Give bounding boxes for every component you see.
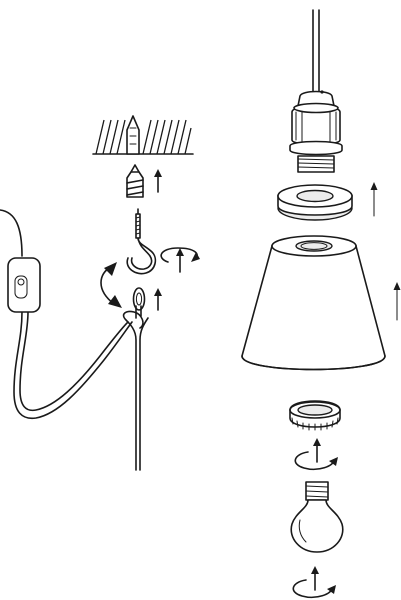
threaded-ring-icon — [289, 400, 341, 431]
up-arrow-icon — [393, 282, 401, 321]
cord-icon — [0, 209, 133, 420]
cable-loop-icon — [122, 287, 149, 471]
ring-washer-icon — [277, 184, 353, 221]
up-arrow-icon — [370, 182, 378, 217]
swing-arrow-icon — [100, 262, 122, 308]
rotate-clockwise-icon — [292, 579, 336, 599]
hook-screw-icon — [126, 208, 157, 275]
rotate-clockwise-icon — [294, 451, 338, 471]
rotate-clockwise-icon — [160, 247, 200, 263]
up-arrow-icon — [313, 438, 321, 463]
up-arrow-icon — [311, 566, 319, 591]
wall-plug-icon — [126, 164, 144, 198]
inline-switch-icon — [7, 257, 41, 313]
cord-icon — [312, 9, 320, 97]
light-bulb-icon — [290, 481, 344, 553]
lamp-shade-icon — [241, 235, 386, 371]
up-arrow-icon — [154, 288, 162, 311]
lamp-socket-icon — [289, 90, 343, 173]
up-arrow-icon — [176, 248, 184, 273]
up-arrow-icon — [154, 169, 162, 193]
ceiling-hatch-icon — [92, 115, 194, 155]
